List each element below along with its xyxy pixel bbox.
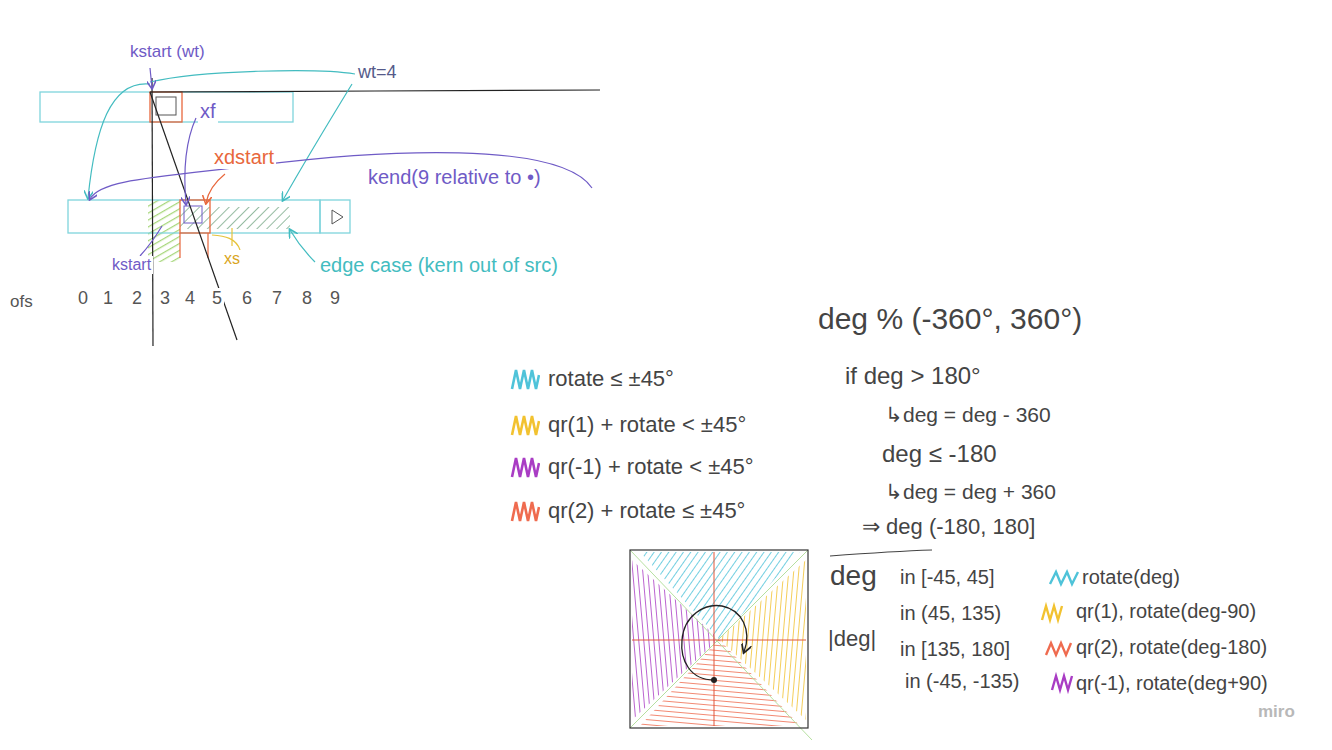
xs-mark xyxy=(212,228,240,250)
table-cell: in [-45, 45] xyxy=(898,566,997,589)
offset-number: 7 xyxy=(270,288,284,309)
legend-swatch xyxy=(510,499,540,523)
kernel-inner xyxy=(156,97,176,115)
diagonal-line xyxy=(150,92,237,340)
quadrant-figure xyxy=(630,550,812,740)
rotation-dot xyxy=(711,677,717,683)
variable-label: xf xyxy=(198,100,218,123)
formula-note: deg ≤ -180 xyxy=(880,440,999,468)
table-swatch xyxy=(1042,606,1062,620)
overflow-marker xyxy=(332,210,343,224)
legend-text: rotate ≤ ±45° xyxy=(540,366,674,391)
baseline-line xyxy=(150,90,600,92)
variable-label: kend(9 relative to •) xyxy=(366,166,543,189)
offset-number: 6 xyxy=(240,288,254,309)
swatch-scribble xyxy=(512,370,539,389)
diagonal-guide xyxy=(630,550,812,740)
offset-number: 0 xyxy=(76,288,90,309)
variable-label: xs xyxy=(222,250,242,268)
swatch-scribble xyxy=(512,502,539,521)
legend-text: qr(1) + rotate < ±45° xyxy=(540,412,746,437)
variable-label: xdstart xyxy=(212,146,276,169)
legend-row: qr(2) + rotate ≤ ±45° xyxy=(510,498,745,523)
axis-line xyxy=(714,552,715,726)
swatch-scribble xyxy=(512,416,539,435)
legend-swatch xyxy=(510,413,540,437)
legend-text: qr(-1) + rotate < ±45° xyxy=(540,454,754,479)
legend-row: qr(-1) + rotate < ±45° xyxy=(510,454,754,479)
offset-number: 4 xyxy=(183,288,197,309)
diagonal-guide xyxy=(630,550,808,728)
axis-label: ofs xyxy=(8,292,35,312)
formula-note: ↳deg = deg + 360 xyxy=(883,480,1058,504)
kstart-leader xyxy=(140,226,162,256)
table-cell: in (-45, -135) xyxy=(903,670,1022,693)
legend-row: rotate ≤ ±45° xyxy=(510,366,674,391)
offset-number: 8 xyxy=(300,288,314,309)
offset-number: 9 xyxy=(328,288,342,309)
quadrant-frame xyxy=(630,550,808,728)
table-cell: |deg| xyxy=(826,626,878,651)
rotation-arc xyxy=(682,606,747,680)
table-swatch xyxy=(1052,676,1072,690)
note-label: edge case (kern out of src) xyxy=(318,254,560,277)
dest-square xyxy=(180,200,210,233)
variable-label: kstart xyxy=(110,256,153,274)
table-cell: deg xyxy=(828,560,879,592)
legend-swatch xyxy=(510,455,540,479)
table-cell: qr(2), rotate(deg-180) xyxy=(1074,636,1269,659)
table-swatch xyxy=(1050,572,1078,584)
vertical-line xyxy=(152,78,153,346)
offset-number: 3 xyxy=(158,288,172,309)
formula-note: if deg > 180° xyxy=(843,362,983,390)
kend-arrow xyxy=(90,153,592,199)
divider-line xyxy=(830,550,932,556)
table-cell: qr(1), rotate(deg-90) xyxy=(1074,600,1258,623)
variable-label: kstart (wt) xyxy=(128,42,207,62)
kstart-arrow xyxy=(88,84,150,198)
xf-arrow xyxy=(185,118,196,204)
watermark: miro xyxy=(1256,702,1297,722)
axis-line xyxy=(632,640,806,641)
formula-note: deg % (-360°, 360°) xyxy=(816,302,1084,337)
table-cell: qr(-1), rotate(deg+90) xyxy=(1074,672,1270,695)
kstart-wt-leader xyxy=(150,68,152,88)
offset-number: 5 xyxy=(210,288,224,309)
legend-row: qr(1) + rotate < ±45° xyxy=(510,412,746,437)
overflow-box xyxy=(320,200,350,233)
legend-text: qr(2) + rotate ≤ ±45° xyxy=(540,498,745,523)
swatch-scribble xyxy=(512,458,539,477)
table-cell: in (45, 135) xyxy=(898,602,1003,625)
formula-note: ⇒ deg (-180, 180] xyxy=(860,514,1037,539)
legend-swatch xyxy=(510,367,540,391)
formula-note: ↳deg = deg - 360 xyxy=(883,403,1053,427)
wt-curve xyxy=(150,71,355,82)
variable-label: wt=4 xyxy=(356,62,399,83)
edge-case-arrow xyxy=(290,230,315,262)
table-cell: in [135, 180] xyxy=(898,638,1012,661)
table-cell: rotate(deg) xyxy=(1080,566,1182,589)
buffer-sketch xyxy=(40,68,600,346)
wt-arrow xyxy=(283,84,352,200)
offset-number: 1 xyxy=(101,288,115,309)
source-bar xyxy=(40,92,293,122)
table-swatch xyxy=(1046,643,1071,655)
offset-number: 2 xyxy=(130,288,144,309)
xdstart-arrow xyxy=(206,174,225,203)
